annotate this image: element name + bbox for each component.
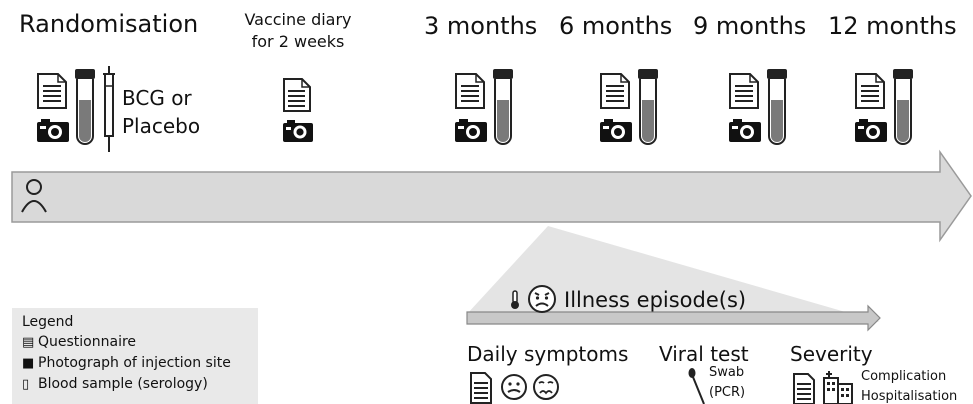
questionnaire-icon: [37, 73, 67, 109]
questionnaire-icon: [729, 73, 759, 109]
timeline-arrow: [11, 149, 972, 243]
legend-title: Legend: [22, 314, 74, 330]
intervention-label: BCG or Placebo: [122, 86, 201, 138]
title-12-months: 12 months: [828, 12, 957, 40]
blood-tube-icon: ▯: [22, 377, 30, 392]
title-vaccine-diary: Vaccine diary for 2 weeks: [244, 10, 352, 51]
sick-face-icon: [528, 285, 556, 313]
blood-tube-icon: [75, 69, 95, 145]
questionnaire-icon: ▤: [22, 335, 35, 350]
daily-symptoms-label: Daily symptoms: [467, 342, 629, 366]
swab-icon: [688, 368, 705, 404]
camera-icon: [855, 119, 887, 142]
swab-label: Swab: [709, 365, 745, 380]
title-6-months: 6 months: [559, 12, 673, 40]
pcr-label: (PCR): [709, 385, 746, 400]
illness-episode-label: Illness episode(s): [564, 288, 747, 312]
camera-icon: [283, 120, 313, 142]
nauseated-face-icon: [533, 374, 559, 400]
hospital-icon: [823, 371, 853, 404]
hospitalisation-label: Hospitalisation: [861, 389, 958, 404]
severity-label: Severity: [790, 342, 873, 366]
questionnaire-icon: [855, 73, 885, 109]
legend-item-blood-sample: ▯Blood sample (serology): [22, 376, 208, 392]
syringe-icon: [103, 66, 115, 152]
legend-item-photograph: ■Photograph of injection site: [22, 355, 231, 371]
camera-icon: [600, 119, 632, 142]
blood-tube-icon: [493, 69, 513, 145]
camera-icon: ■: [22, 356, 35, 371]
thermometer-icon: [511, 290, 519, 309]
camera-icon: [37, 119, 69, 142]
blood-tube-icon: [638, 69, 658, 145]
questionnaire-icon: [600, 73, 630, 109]
illness-arrow: [466, 304, 881, 332]
questionnaire-icon: [455, 73, 485, 109]
camera-icon: [729, 119, 761, 142]
questionnaire-icon: [283, 78, 311, 112]
title-randomisation: Randomisation: [19, 10, 199, 38]
questionnaire-icon: [470, 372, 492, 404]
camera-icon: [455, 119, 487, 142]
participant-icon: [21, 179, 47, 213]
viral-test-label: Viral test: [659, 342, 749, 366]
legend-item-questionnaire: ▤Questionnaire: [22, 334, 137, 350]
title-3-months: 3 months: [424, 12, 538, 40]
questionnaire-icon: [793, 373, 815, 404]
legend-box: Legend ▤Questionnaire ■Photograph of inj…: [12, 308, 258, 404]
blood-tube-icon: [767, 69, 787, 145]
complication-label: Complication: [861, 369, 947, 384]
title-9-months: 9 months: [693, 12, 807, 40]
zoom-wedge: [467, 226, 880, 322]
coughing-face-icon: [501, 374, 527, 400]
blood-tube-icon: [893, 69, 913, 145]
